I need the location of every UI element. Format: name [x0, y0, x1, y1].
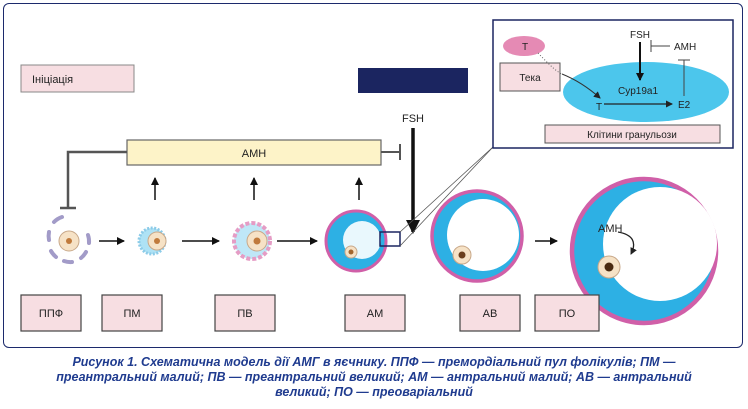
- stage-label-am: АМ: [367, 308, 384, 320]
- caption-line-3: великий; ПО — преоваріальний: [275, 385, 473, 399]
- inset-t-theca-label: T: [522, 42, 528, 53]
- zoom-region-box: [379, 231, 401, 247]
- stage-label-av: АВ: [483, 308, 498, 320]
- stage-box-po: [534, 294, 600, 332]
- stage-label-pv: ПВ: [237, 308, 252, 320]
- follicle-preantral-large: [232, 221, 272, 261]
- stage-box-am: [344, 294, 406, 332]
- initiation-label: Ініціація: [32, 74, 73, 86]
- granulosa-label-box: [544, 124, 721, 144]
- stage-box-av: [459, 294, 521, 332]
- stage-label-boxes: ППФ ПМ ПВ АМ АВ ПО: [20, 294, 600, 332]
- inset-cyp-label: Cyp19a1: [618, 86, 658, 97]
- stage-label-pm: ПМ: [123, 308, 140, 320]
- amh-inhibition-line-left: [66, 150, 127, 207]
- figure-caption: Рисунок 1. Схематична модель дії АМГ в я…: [0, 355, 748, 400]
- fsh-label: FSH: [402, 113, 424, 125]
- zoom-connector-bottom: [399, 146, 494, 247]
- amh-bar-label: АМН: [242, 148, 267, 160]
- caption-line-2: преантральний малий; ПВ — преантральний …: [56, 370, 692, 384]
- amh-secretion-arrow: [617, 231, 637, 255]
- stage-box-ppf: [20, 294, 82, 332]
- stage-label-po: ПО: [559, 308, 576, 320]
- stage-box-pm: [101, 294, 163, 332]
- t-transport-arrow: [561, 73, 601, 99]
- amh-antral-label: АМН: [598, 223, 623, 235]
- zoom-connector-top: [399, 146, 494, 233]
- stage-box-pv: [214, 294, 276, 332]
- inset-theca-label: Тека: [519, 73, 541, 84]
- inset-fsh-label: FSH: [630, 30, 650, 41]
- theca-t-ellipse: [503, 36, 545, 56]
- follicle-antral-large: [430, 189, 524, 283]
- follicle-primordial-pool: [46, 215, 92, 265]
- inset-granulosa-label: Клітини гранульози: [587, 130, 677, 141]
- inset-t-granulosa-label: T: [596, 102, 602, 113]
- follicle-preantral-small: [137, 226, 167, 256]
- follicle-preovulatory: [569, 176, 719, 326]
- dark-label-box: [358, 68, 468, 93]
- follicle-antral-small: [324, 209, 401, 273]
- theca-box: [499, 62, 561, 92]
- caption-line-1: Рисунок 1. Схематична модель дії АМГ в я…: [72, 355, 676, 369]
- granulosa-inset: T Тека T Cyp19a1 E2 FSH АМН Клітини гран…: [492, 19, 734, 149]
- amh-bar: АМН: [126, 139, 382, 166]
- initiation-box: Ініціація: [20, 64, 135, 93]
- stage-label-ppf: ППФ: [39, 308, 63, 320]
- diagram-canvas: Ініціація АМН FSH: [20, 19, 734, 332]
- granulosa-ellipse: [563, 62, 729, 122]
- inset-amh-label: АМН: [674, 42, 696, 53]
- inset-e2-label: E2: [678, 100, 691, 111]
- theca-diffusion-dots: [537, 52, 563, 75]
